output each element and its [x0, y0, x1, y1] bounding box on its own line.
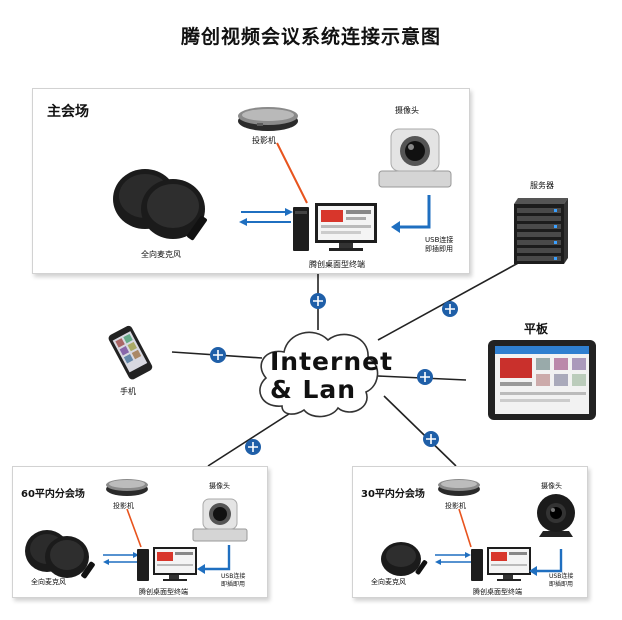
camera-label: 摄像头: [541, 482, 562, 490]
router-icon: [245, 439, 261, 455]
phone-icon: [108, 325, 153, 380]
video-cable: [276, 142, 308, 204]
tablet-icon: [488, 340, 596, 420]
audio-link-arrows: [103, 552, 139, 565]
link-venue-60: [207, 411, 293, 467]
venue-30-panel: 30平内分会场 投影机 摄像头 全向麦克风 腾创桌面型终端: [352, 466, 588, 598]
desktop-terminal-icon: [137, 547, 197, 581]
projector-label: 投影机: [445, 502, 466, 510]
projector-icon: [438, 479, 480, 496]
phone-label: 手机: [120, 387, 136, 396]
cloud-icon: [259, 331, 379, 418]
mic-label: 全向麦克风: [31, 578, 66, 586]
projector-label: 投影机: [252, 136, 276, 145]
video-cable: [458, 508, 472, 548]
venue-60-panel: 60平内分会场 投影机 摄像头 全向麦克风 腾创桌: [12, 466, 268, 598]
mic-label: 全向麦克风: [371, 578, 406, 586]
router-icon: [417, 369, 433, 385]
omni-microphone-icon: [381, 542, 428, 576]
link-server: [377, 261, 521, 341]
desktop-terminal-icon: [293, 203, 377, 251]
projector-label: 投影机: [113, 502, 134, 510]
internet-text-line2: & Lan: [270, 375, 357, 404]
ptz-camera-icon: [378, 128, 452, 188]
terminal-label: 腾创桌面型终端: [139, 588, 188, 596]
usb-label-line1: USB连接: [221, 573, 246, 580]
router-icon: [210, 347, 226, 363]
usb-arrow: [391, 195, 431, 233]
usb-label-line2: 即插即用: [221, 581, 246, 588]
main-venue-panel: 主会场 投影机 摄像头 全向麦克风: [32, 88, 470, 274]
camera-label: 摄像头: [209, 482, 230, 490]
desktop-terminal-icon: [471, 547, 531, 581]
mic-label: 全向麦克风: [141, 250, 181, 259]
internet-text-line1: Internet: [270, 347, 394, 376]
usb-label-line1: USB连接: [549, 573, 574, 580]
omni-microphone-icon: [113, 169, 207, 241]
server-label: 服务器: [530, 181, 554, 190]
terminal-label: 腾创桌面型终端: [473, 588, 522, 596]
usb-label-line2: 即插即用: [425, 245, 453, 253]
omni-microphone-icon: [25, 530, 95, 579]
main-venue-title: 主会场: [47, 104, 89, 120]
terminal-label: 腾创桌面型终端: [309, 260, 365, 269]
dome-camera-icon: [537, 494, 575, 537]
server-rack-icon: [514, 198, 568, 264]
camera-label: 摄像头: [395, 106, 419, 115]
tablet-label: 平板: [524, 322, 549, 336]
usb-label-line1: USB连接: [425, 236, 454, 244]
venue-60-title: 60平内分会场: [21, 489, 85, 500]
usb-label-line2: 即插即用: [549, 581, 574, 588]
video-cable: [126, 508, 142, 548]
router-icon: [423, 431, 439, 447]
router-icon: [310, 293, 326, 309]
ptz-camera-icon: [192, 498, 248, 542]
venue-30-title: 30平内分会场: [361, 489, 425, 500]
diagram-title: 腾创视频会议系统连接示意图: [180, 26, 441, 48]
router-icon: [442, 301, 458, 317]
projector-icon: [238, 107, 298, 131]
usb-arrow: [529, 549, 563, 576]
usb-arrow: [197, 545, 231, 574]
projector-icon: [106, 479, 148, 496]
audio-link-arrows: [239, 208, 293, 226]
link-venue-30: [383, 395, 457, 467]
audio-link-arrows: [435, 552, 471, 565]
